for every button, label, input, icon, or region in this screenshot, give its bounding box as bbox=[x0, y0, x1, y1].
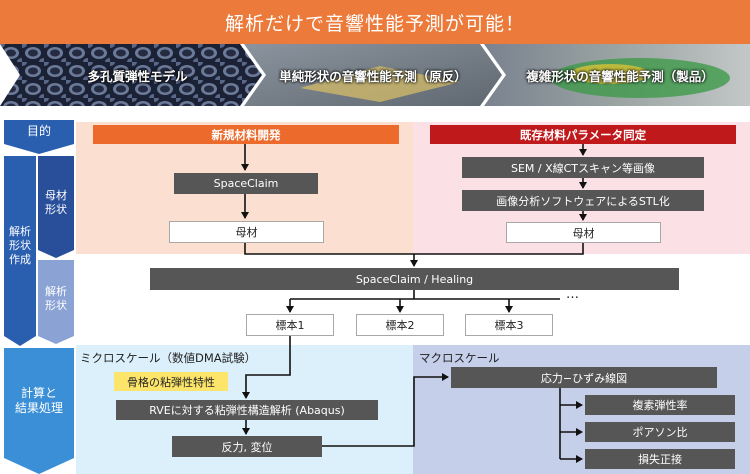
strip-graphics bbox=[0, 44, 750, 106]
side-panel bbox=[4, 120, 74, 474]
step-1-label: 多孔質弾性モデル bbox=[87, 68, 188, 84]
step-3-part-highlight bbox=[570, 64, 650, 84]
specimen-3-box: 標本3 bbox=[465, 314, 553, 336]
base-shape-label: 母材 形状 bbox=[45, 189, 67, 216]
step-2-plate bbox=[300, 66, 460, 102]
healing-box: SpaceClaim / Healing bbox=[150, 268, 679, 290]
shape-creation-label: 解析 形状 作成 bbox=[9, 225, 31, 266]
new-material-header: 新規材料開発 bbox=[93, 125, 399, 144]
micro-scale-title: ミクロスケール（数値DMA試験） bbox=[80, 351, 257, 365]
step-1-image bbox=[0, 44, 262, 106]
skeleton-property-note: 骨格の粘弾性特性 bbox=[114, 372, 228, 391]
more-specimens-ellipsis: … bbox=[566, 287, 579, 302]
image-analysis-box: 画像分析ソフトウェアによるSTL化 bbox=[462, 190, 704, 211]
spaceclaim-box: SpaceClaim bbox=[174, 173, 318, 194]
calc-chevron bbox=[4, 348, 74, 474]
base-material-box-left: 母材 bbox=[169, 221, 324, 243]
purpose-chevron bbox=[4, 120, 74, 154]
base-material-box-right: 母材 bbox=[506, 222, 661, 243]
base-shape-chevron bbox=[38, 156, 74, 258]
step-2-label: 単純形状の音響性能予測（原反） bbox=[279, 68, 467, 84]
analysis-shape-chevron bbox=[38, 260, 74, 344]
specimen-1-box: 標本1 bbox=[246, 314, 334, 336]
calc-label: 計算と 結果処理 bbox=[14, 386, 63, 415]
rve-analysis-box: RVEに対する粘弾性構造解析 (Abaqus) bbox=[116, 400, 378, 420]
sem-scan-box: SEM / X線CTスキャン等画像 bbox=[462, 157, 704, 178]
complex-modulus-box: 複素弾性率 bbox=[585, 395, 735, 415]
step-3-label: 複雑形状の音響性能予測（製品） bbox=[526, 68, 714, 84]
process-strip bbox=[0, 44, 750, 106]
macro-scale-title: マクロスケール bbox=[419, 351, 500, 365]
shape-creation-chevron bbox=[4, 156, 36, 346]
specimen-2-box: 標本2 bbox=[356, 314, 444, 336]
existing-material-header: 既存材料パラメータ同定 bbox=[430, 125, 736, 144]
purpose-label: 目的 bbox=[26, 123, 51, 138]
page-banner: 解析だけで音響性能予測が可能！ bbox=[0, 0, 750, 44]
analysis-shape-label: 解析 形状 bbox=[45, 285, 67, 312]
poisson-ratio-box: ポアソン比 bbox=[585, 422, 735, 442]
force-displacement-box: 反力, 変位 bbox=[172, 436, 322, 457]
stress-strain-box: 応力−ひずみ線図 bbox=[451, 367, 717, 388]
loss-tangent-box: 損失正接 bbox=[585, 449, 735, 469]
